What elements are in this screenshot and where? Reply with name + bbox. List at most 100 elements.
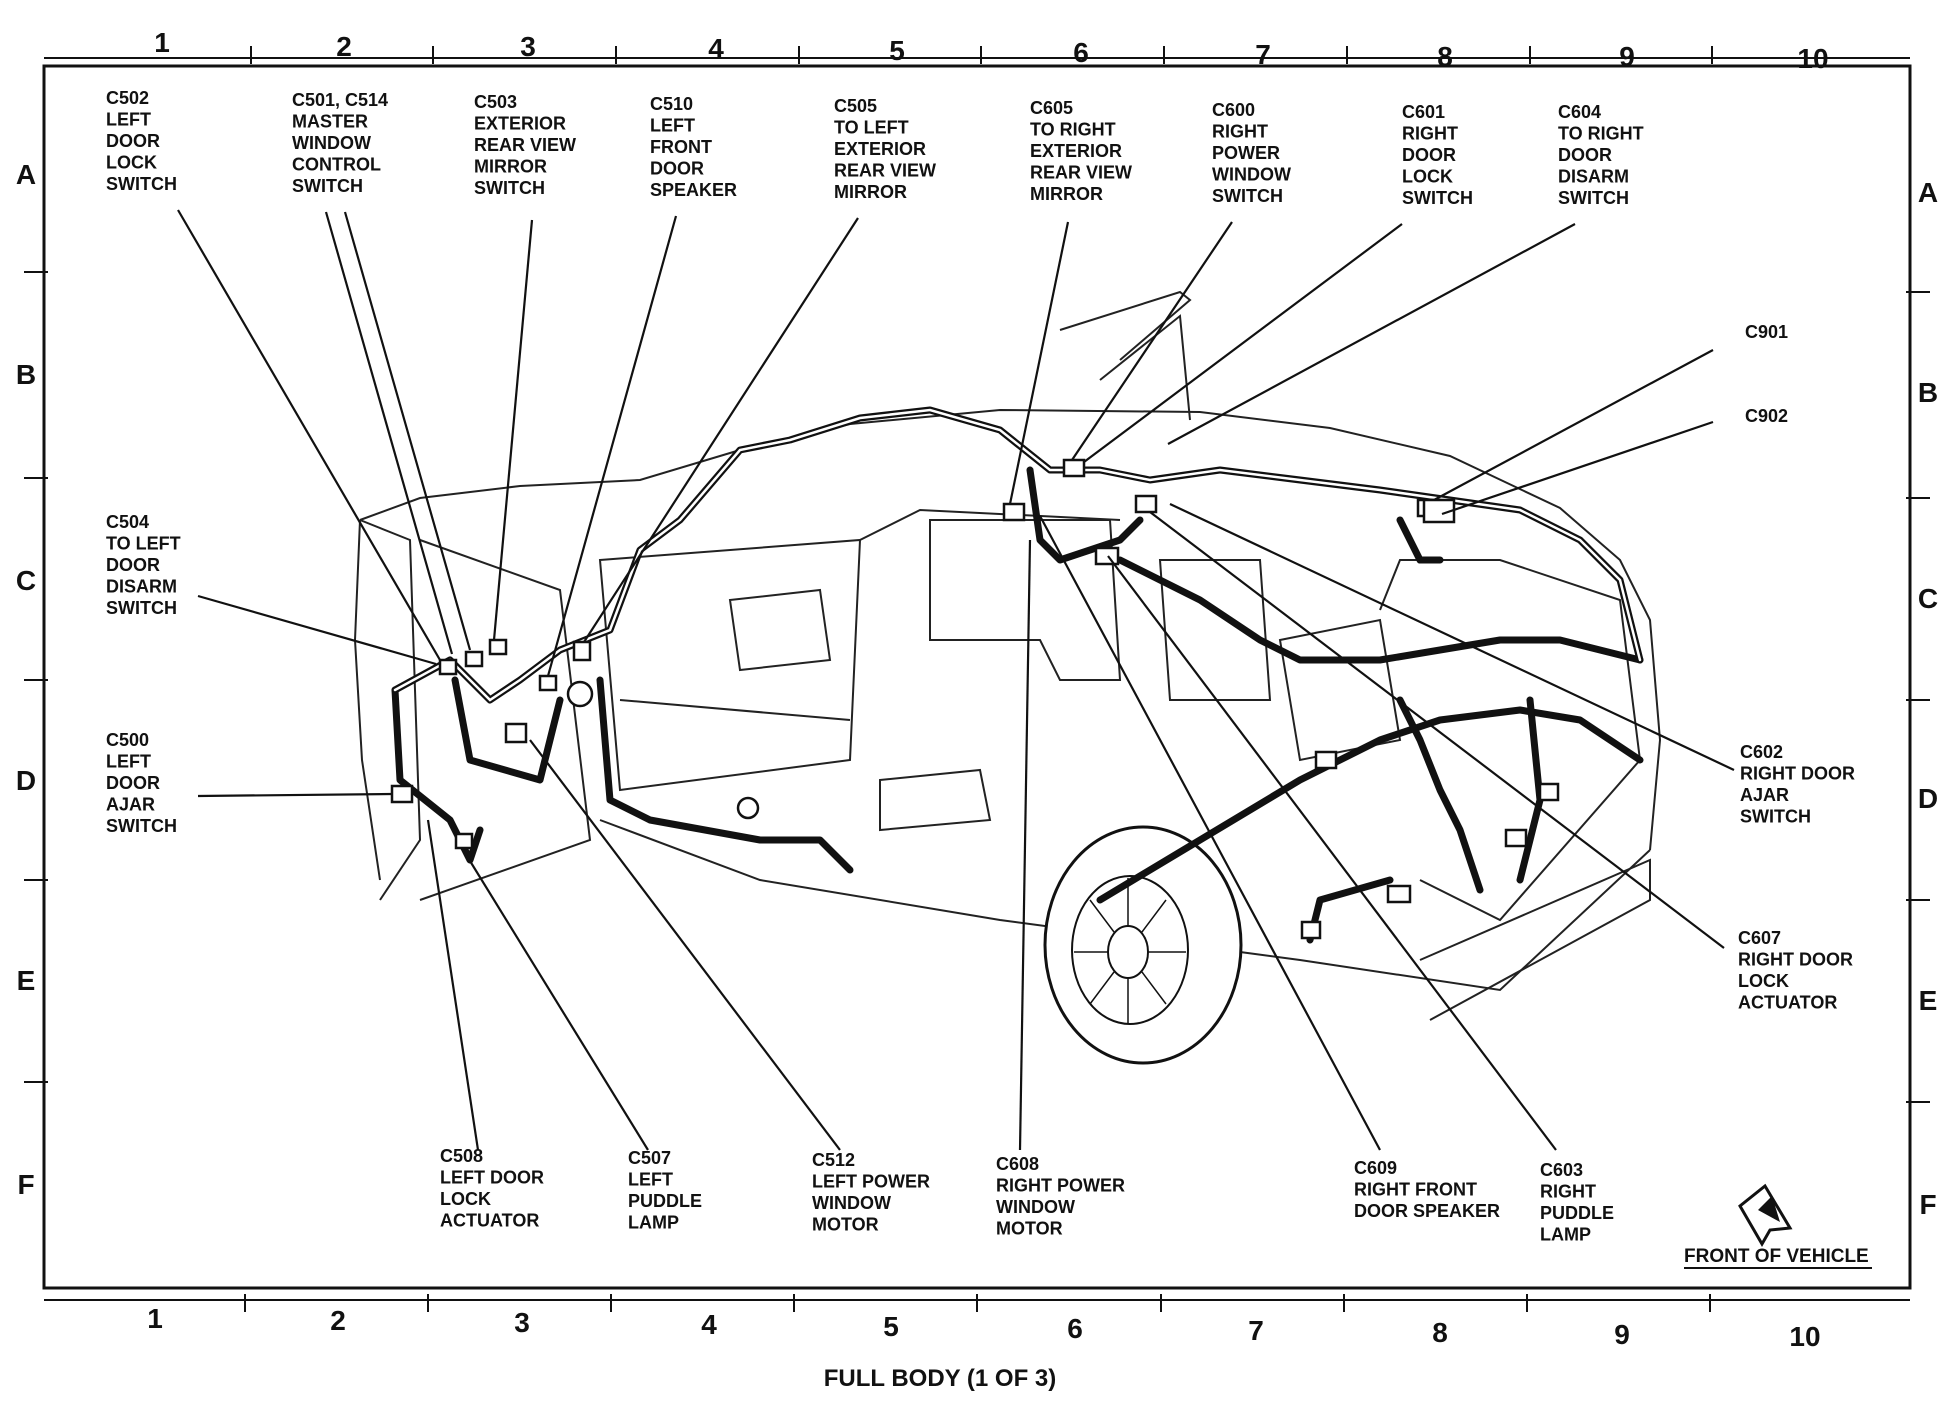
col-top-8: 8 [1437, 41, 1453, 72]
callout-line: SWITCH [1402, 188, 1473, 208]
callout-line: TO LEFT [106, 534, 181, 554]
callout-line: SWITCH [1740, 807, 1811, 827]
callout-line: C512 [812, 1150, 855, 1170]
callout-line: SWITCH [106, 816, 177, 836]
row-scale-left: A B C D E F [16, 159, 48, 1200]
callout-line: MIRROR [474, 157, 547, 177]
callout-line: C602 [1740, 742, 1783, 762]
col-bottom-6: 6 [1067, 1313, 1083, 1344]
callout-line: C608 [996, 1154, 1039, 1174]
row-left-B: B [16, 359, 36, 390]
callout-line: LOCK [1402, 167, 1453, 187]
callout-line: SWITCH [106, 598, 177, 618]
col-top-5: 5 [889, 35, 905, 66]
col-bottom-1: 1 [147, 1303, 163, 1334]
col-top-3: 3 [520, 31, 536, 62]
callout-line: EXTERIOR [834, 139, 926, 159]
row-left-D: D [16, 765, 36, 796]
callout-line: C510 [650, 94, 693, 114]
row-left-F: F [17, 1169, 34, 1200]
row-right-A: A [1918, 177, 1938, 208]
callout-line: DISARM [1558, 167, 1629, 187]
callout-line: C508 [440, 1146, 483, 1166]
callout-c901: C901 [1745, 322, 1788, 342]
callout-line: MOTOR [996, 1219, 1063, 1239]
callout-line: SWITCH [106, 174, 177, 194]
callout-line: C505 [834, 96, 877, 116]
diagram-frame [42, 64, 1912, 1290]
callout-line: MOTOR [812, 1215, 879, 1235]
column-scale-top: 1 2 3 4 5 6 7 8 9 10 [44, 27, 1910, 74]
callout-line: RIGHT POWER [996, 1176, 1125, 1196]
col-bottom-10: 10 [1789, 1321, 1820, 1352]
callout-line: MASTER [292, 112, 368, 132]
callout-line: REAR VIEW [1030, 163, 1132, 183]
callout-line: WINDOW [292, 133, 371, 153]
col-bottom-8: 8 [1432, 1317, 1448, 1348]
row-left-A: A [16, 159, 36, 190]
callout-line: DOOR SPEAKER [1354, 1201, 1500, 1221]
callout-line: WINDOW [996, 1197, 1075, 1217]
callout-line: LOCK [106, 153, 157, 173]
callout-line: RIGHT [1402, 124, 1458, 144]
callout-line: C605 [1030, 98, 1073, 118]
callout-line: CONTROL [292, 155, 381, 175]
row-right-B: B [1918, 377, 1938, 408]
callout-line: C507 [628, 1148, 671, 1168]
leader-lines [177, 209, 1735, 1151]
callout-line: DOOR [106, 773, 160, 793]
column-scale-bottom: 1 2 3 4 5 6 7 8 9 10 [44, 1294, 1910, 1352]
callout-line: C500 [106, 730, 149, 750]
callout-line: LEFT [650, 116, 695, 136]
callout-line: LOCK [1738, 971, 1789, 991]
callout-line: C603 [1540, 1160, 1583, 1180]
vehicle-body-outline [353, 290, 1662, 1021]
col-bottom-9: 9 [1614, 1319, 1630, 1350]
callout-line: TO LEFT [834, 118, 909, 138]
row-right-D: D [1918, 783, 1938, 814]
col-bottom-3: 3 [514, 1307, 530, 1338]
callout-line: LAMP [628, 1213, 679, 1233]
callout-line: DOOR [1558, 145, 1612, 165]
col-bottom-5: 5 [883, 1311, 899, 1342]
front-arrow-icon [1738, 1183, 1793, 1248]
callout-line: DISARM [106, 577, 177, 597]
callout-line: C501, C514 [292, 90, 388, 110]
col-bottom-4: 4 [701, 1309, 717, 1340]
callout-line: C600 [1212, 100, 1255, 120]
row-right-F: F [1919, 1189, 1936, 1220]
callout-line: RIGHT [1212, 122, 1268, 142]
callout-line: SPEAKER [650, 180, 737, 200]
callout-line: LAMP [1540, 1225, 1591, 1245]
callout-line: PUDDLE [628, 1191, 702, 1211]
callout-line: REAR VIEW [834, 161, 936, 181]
callout-line: TO RIGHT [1558, 124, 1644, 144]
callout-c902: C902 [1745, 406, 1788, 426]
callout-line: C503 [474, 92, 517, 112]
callout-line: MIRROR [834, 182, 907, 202]
row-left-E: E [17, 965, 36, 996]
callout-line: C502 [106, 88, 149, 108]
col-top-9: 9 [1619, 41, 1635, 72]
callout-line: LEFT [628, 1170, 673, 1190]
callout-line: LEFT POWER [812, 1172, 930, 1192]
callout-line: DOOR [106, 131, 160, 151]
callout-line: RIGHT FRONT [1354, 1180, 1477, 1200]
col-top-6: 6 [1073, 37, 1089, 68]
callout-line: ACTUATOR [1738, 993, 1837, 1013]
